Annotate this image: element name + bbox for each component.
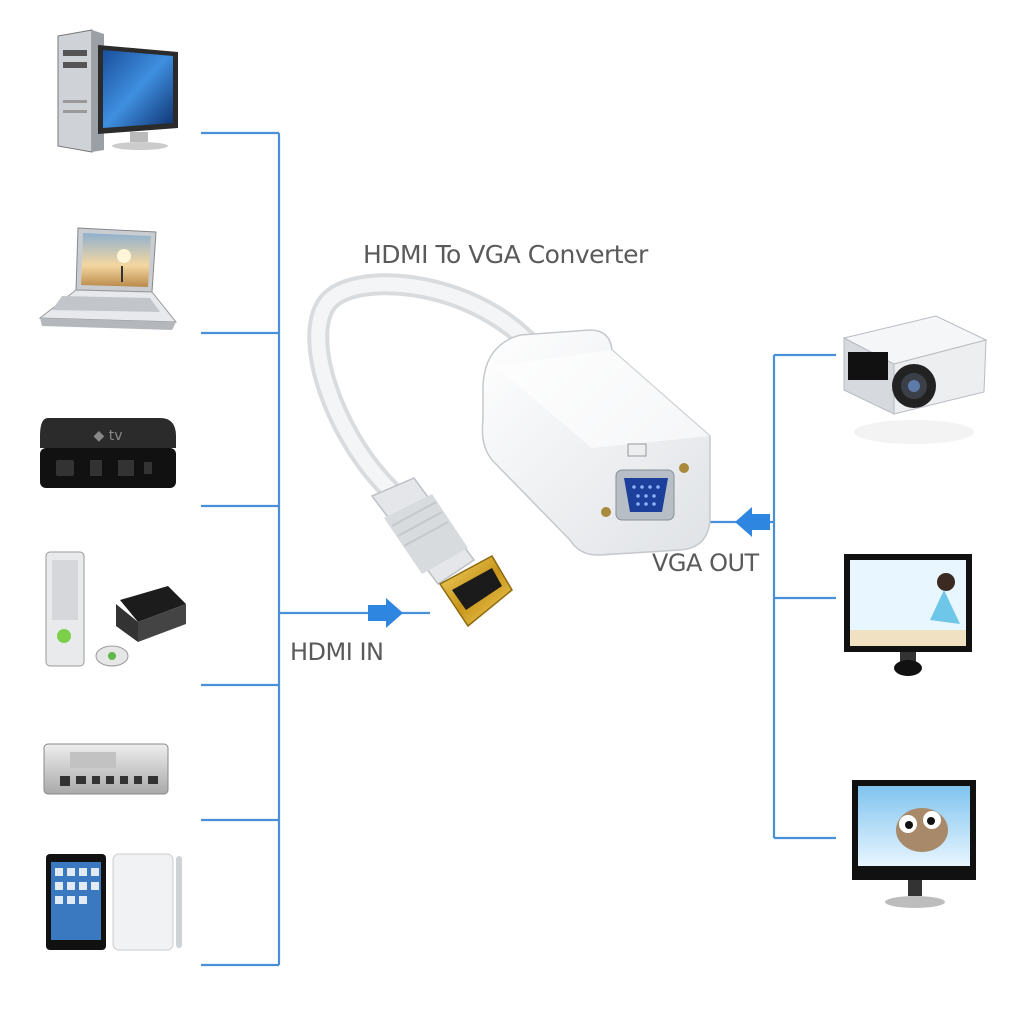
tv-icon (852, 780, 976, 908)
display-bus-lines (680, 353, 836, 840)
hdmi-in-arrow (368, 598, 403, 628)
vga-out-label: VGA OUT (652, 549, 759, 577)
source-bus-lines (201, 131, 430, 967)
laptop-icon (38, 227, 178, 330)
hdmi-in-label: HDMI IN (290, 638, 384, 666)
apple-tv-icon: ◆ tv (40, 418, 176, 488)
svg-text:◆ tv: ◆ tv (94, 428, 123, 444)
game-console-icon (45, 551, 186, 667)
hdmi-vga-converter (307, 273, 711, 628)
vga-out-arrow (735, 507, 770, 537)
tablet-icon (46, 853, 182, 951)
projector-icon (842, 315, 988, 444)
desktop-computer-icon (57, 29, 178, 153)
monitor-icon (844, 554, 972, 676)
mac-mini-icon (43, 743, 169, 795)
diagram-title: HDMI To VGA Converter (363, 240, 648, 269)
